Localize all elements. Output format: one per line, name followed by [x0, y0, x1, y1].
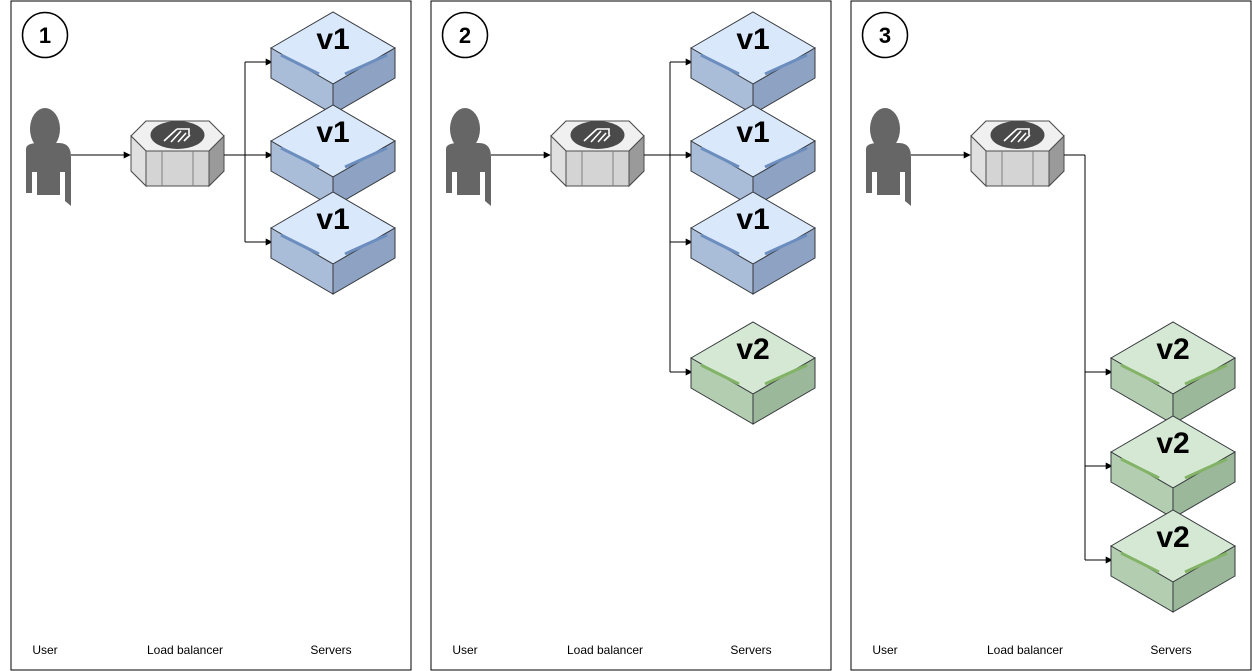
server-label: v1 [316, 23, 349, 56]
caption-servers: Servers [1150, 643, 1191, 657]
step-number: 2 [459, 23, 471, 48]
server-label: v2 [1156, 521, 1189, 554]
lb-to-servers-connectors [224, 58, 273, 246]
server-v1-2: v1 [690, 104, 816, 208]
server-label: v2 [1156, 333, 1189, 366]
server-v1-1: v1 [270, 11, 396, 115]
caption-load-balancer: Load balancer [147, 643, 223, 657]
server-v2-4: v2 [690, 321, 816, 425]
server-v1-1: v1 [690, 11, 816, 115]
lb-to-servers-connectors [1064, 154, 1113, 564]
caption-load-balancer: Load balancer [567, 643, 643, 657]
lb-to-servers-connectors [644, 58, 693, 376]
caption-servers: Servers [310, 643, 351, 657]
server-v2-3: v2 [1110, 509, 1236, 613]
server-v1-3: v1 [690, 191, 816, 295]
caption-servers: Servers [730, 643, 771, 657]
load-balancer-icon [970, 120, 1065, 187]
server-v2-1: v2 [1110, 321, 1236, 425]
server-label: v1 [316, 203, 349, 236]
step-number: 1 [39, 23, 51, 48]
server-label: v1 [316, 116, 349, 149]
server-label: v1 [736, 116, 769, 149]
server-label: v1 [736, 23, 769, 56]
caption-user: User [872, 643, 897, 657]
load-balancer-icon [130, 120, 225, 187]
server-label: v1 [736, 203, 769, 236]
server-label: v2 [1156, 427, 1189, 460]
step-number: 3 [879, 23, 891, 48]
server-v1-3: v1 [270, 191, 396, 295]
server-v1-2: v1 [270, 104, 396, 208]
step-badge: 1 [21, 11, 69, 59]
caption-load-balancer: Load balancer [987, 643, 1063, 657]
step-badge: 3 [861, 11, 909, 59]
server-label: v2 [736, 333, 769, 366]
caption-user: User [32, 643, 57, 657]
load-balancer-icon [550, 120, 645, 187]
step-badge: 2 [441, 11, 489, 59]
caption-user: User [452, 643, 477, 657]
